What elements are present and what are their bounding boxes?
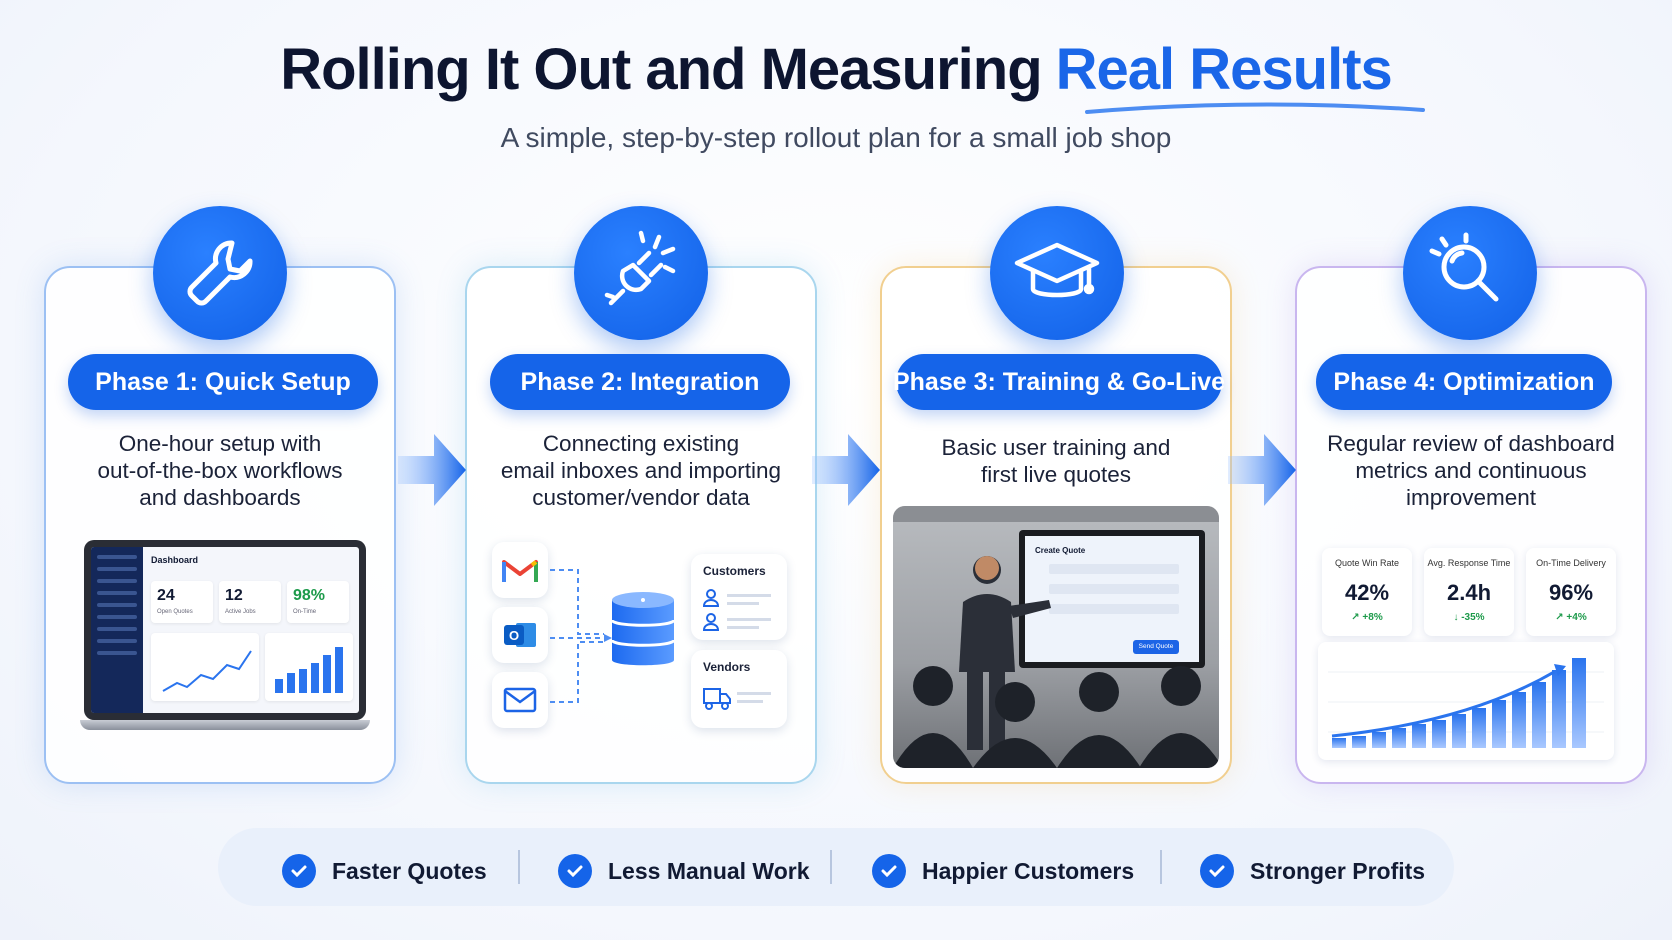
- check-icon: [872, 854, 906, 888]
- desc-line: improvement: [1405, 485, 1537, 510]
- benefit-item: Faster Quotes: [282, 854, 487, 888]
- desc-line: Connecting existing: [542, 431, 740, 456]
- desc-line: email inboxes and importing: [500, 458, 782, 483]
- bar-chart-thumbnail: [265, 633, 353, 701]
- presenter-and-audience: [893, 556, 1219, 768]
- check-icon: [558, 854, 592, 888]
- phase-3-description: Basic user training and first live quote…: [890, 434, 1222, 488]
- metric-label: Quote Win Rate: [1334, 558, 1400, 568]
- plug-icon: [574, 206, 708, 340]
- desc-line: metrics and continuous: [1355, 458, 1587, 483]
- desc-line: first live quotes: [980, 462, 1132, 487]
- customers-label: Customers: [703, 564, 766, 578]
- metric-label: Avg. Response Time: [1427, 558, 1511, 568]
- benefit-label: Faster Quotes: [332, 857, 487, 884]
- kpi-label: Active Jobs: [225, 609, 256, 615]
- metric-delta: ↓ -35%: [1453, 612, 1485, 623]
- desc-line: One-hour setup with: [118, 431, 322, 456]
- phase-3-label: Phase 3: Training & Go-Live: [893, 354, 1225, 410]
- title-main: Rolling It Out and Measuring: [280, 37, 1042, 102]
- benefit-item: Happier Customers: [872, 854, 1134, 888]
- metric-label: On-Time Delivery: [1536, 558, 1606, 568]
- phase-1-label: Phase 1: Quick Setup: [68, 354, 378, 410]
- phase-2-description: Connecting existing email inboxes and im…: [474, 430, 808, 511]
- metric-value: 96%: [1548, 580, 1594, 605]
- kpi-value: 24: [157, 587, 175, 604]
- line-chart-thumbnail: [151, 633, 259, 701]
- kpi-card: 98% On-Time: [287, 581, 349, 623]
- arrow-right-icon: [812, 434, 880, 506]
- divider: [518, 850, 520, 884]
- phase-4-description: Regular review of dashboard metrics and …: [1305, 430, 1637, 511]
- email-icon: [492, 672, 548, 728]
- page-subtitle: A simple, step-by-step rollout plan for …: [500, 122, 1172, 153]
- screen-title: Create Quote: [1035, 546, 1086, 555]
- truck-icon: [703, 688, 771, 710]
- desc-line: customer/vendor data: [532, 485, 750, 510]
- dashboard-sidebar: [91, 547, 143, 713]
- vendors-card: Vendors: [691, 650, 787, 728]
- user-list-icon: [703, 589, 771, 631]
- metric-delta: ↗ +4%: [1555, 612, 1587, 623]
- kpi-value: 12: [225, 587, 243, 604]
- desc-line: Regular review of dashboard: [1327, 431, 1615, 456]
- data-flow-lines: [550, 569, 612, 703]
- benefit-label: Happier Customers: [922, 857, 1135, 884]
- arrow-right-icon: [398, 434, 466, 506]
- benefit-item: Stronger Profits: [1200, 854, 1425, 888]
- title-underline: [1085, 102, 1425, 114]
- training-photo: Create Quote Send Quote: [893, 506, 1219, 768]
- divider: [830, 850, 832, 884]
- phase-4-label: Phase 4: Optimization: [1316, 354, 1612, 410]
- graduation-cap-icon: [990, 206, 1124, 340]
- metric-value: 42%: [1344, 580, 1390, 605]
- metric-value: 2.4h: [1446, 580, 1492, 605]
- send-quote-button: Send Quote: [1133, 640, 1179, 654]
- svg-text:O: O: [509, 628, 519, 643]
- kpi-label: On-Time: [293, 609, 317, 615]
- check-icon: [1200, 854, 1234, 888]
- magnifier-icon: [1403, 206, 1537, 340]
- database-icon: [610, 592, 676, 666]
- divider: [1160, 850, 1162, 884]
- desc-line: Basic user training and: [941, 435, 1171, 460]
- benefit-item: Less Manual Work: [558, 854, 810, 888]
- desc-line: and dashboards: [139, 485, 301, 510]
- check-icon: [282, 854, 316, 888]
- trend-bar-chart: [1318, 642, 1614, 760]
- benefit-label: Less Manual Work: [608, 857, 810, 884]
- metric-card: Avg. Response Time 2.4h ↓ -35%: [1424, 548, 1514, 636]
- title-highlight: Real Results: [1055, 37, 1393, 102]
- customers-card: Customers: [691, 554, 787, 640]
- arrow-right-icon: [1228, 434, 1296, 506]
- presentation-screen: Create Quote Send Quote: [1019, 530, 1205, 668]
- metric-card: Quote Win Rate 42% ↗ +8%: [1322, 548, 1412, 636]
- wrench-icon: [153, 206, 287, 340]
- gmail-icon: [492, 542, 548, 598]
- dashboard-title: Dashboard: [151, 555, 199, 565]
- benefits-bar: [218, 828, 1454, 906]
- kpi-value: 98%: [293, 587, 326, 604]
- metric-card: On-Time Delivery 96% ↗ +4%: [1526, 548, 1616, 636]
- phase-1-description: One-hour setup with out-of-the-box workf…: [54, 430, 386, 511]
- benefit-label: Stronger Profits: [1250, 857, 1426, 884]
- desc-line: out-of-the-box workflows: [97, 458, 343, 483]
- vendors-label: Vendors: [703, 660, 751, 674]
- phase-2-label: Phase 2: Integration: [490, 354, 790, 410]
- kpi-label: Open Quotes: [157, 609, 193, 615]
- outlook-icon: O: [492, 607, 548, 663]
- metric-delta: ↗ +8%: [1351, 612, 1383, 623]
